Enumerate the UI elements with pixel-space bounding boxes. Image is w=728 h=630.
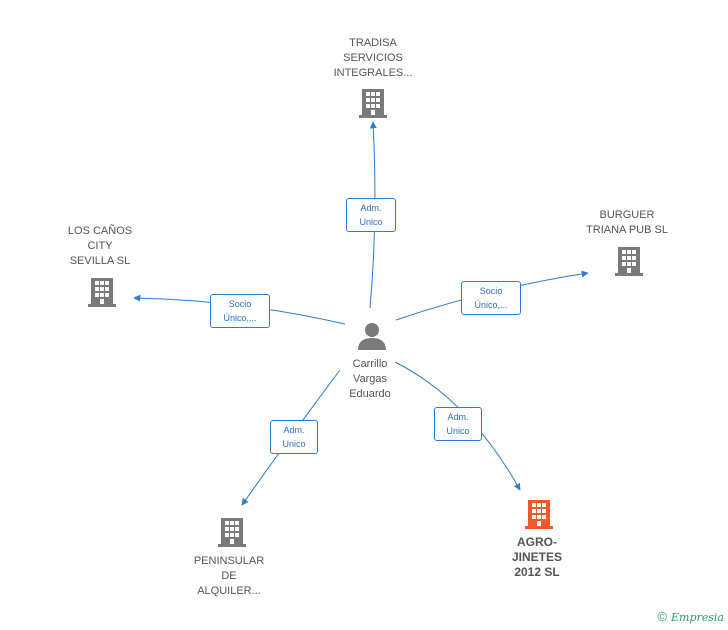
footer-brand: © Empresia — [657, 609, 724, 624]
node-label-tradisa[interactable]: TRADISA SERVICIOS INTEGRALES... — [333, 37, 413, 79]
building-icon-canos[interactable] — [88, 278, 116, 307]
building-icon-peninsular[interactable] — [218, 518, 246, 547]
building-icon-tradisa[interactable] — [359, 87, 387, 119]
edge-label-peninsular: Adm. Unico — [270, 420, 318, 454]
center-label[interactable]: Carrillo Vargas Eduardo — [349, 358, 391, 400]
edge-label-canos: Socio Único,... — [210, 294, 270, 328]
brand-logo[interactable]: Empresia — [671, 611, 724, 624]
edge-label-burguer: Socio Único,... — [461, 281, 521, 315]
building-icon-agro[interactable] — [525, 500, 553, 529]
person-icon[interactable] — [358, 323, 386, 350]
copyright-symbol: © — [657, 609, 667, 624]
building-icon-burguer[interactable] — [615, 247, 643, 276]
node-label-canos[interactable]: LOS CAÑOS CITY SEVILLA SL — [67, 225, 133, 267]
node-label-burguer[interactable]: BURGUER TRIANA PUB SL — [586, 209, 668, 236]
node-label-peninsular[interactable]: PENINSULAR DE ALQUILER... — [193, 555, 265, 597]
node-label-agro[interactable]: AGRO- JINETES 2012 SL — [511, 535, 562, 579]
edge-label-agro: Adm. Unico — [434, 407, 482, 441]
edge-label-tradisa: Adm. Unico — [346, 198, 396, 232]
